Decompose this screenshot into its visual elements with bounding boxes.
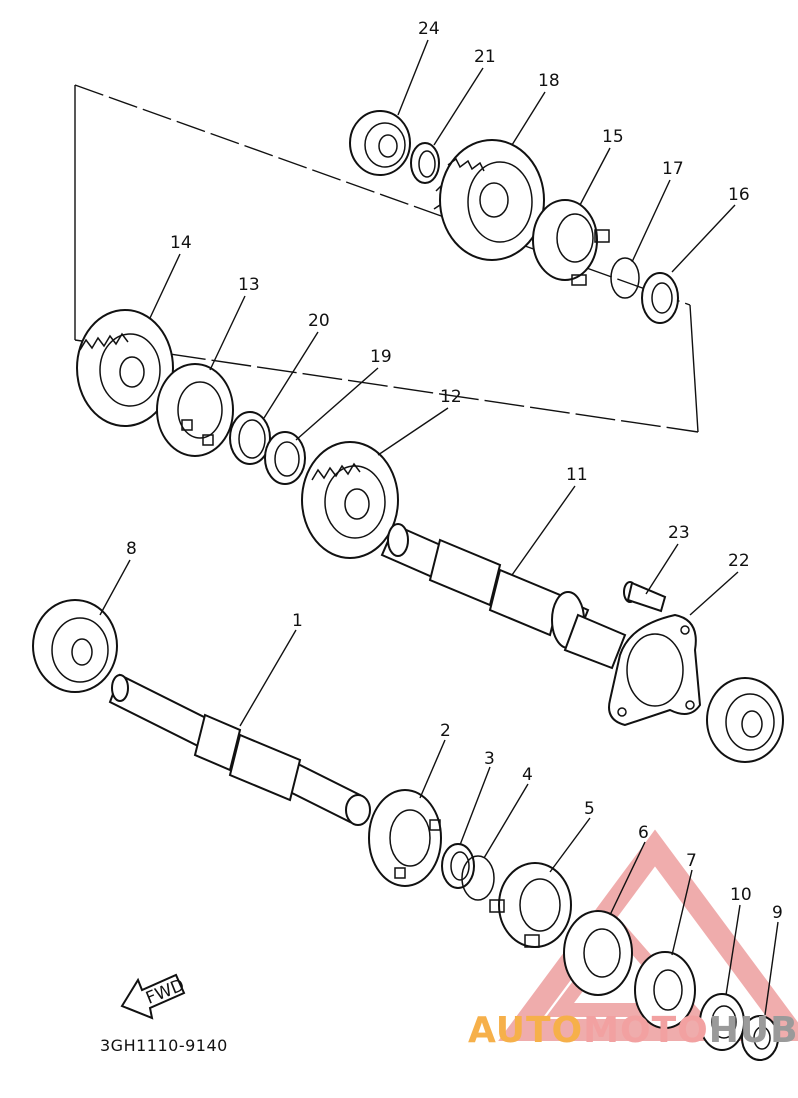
bearing-right	[706, 677, 784, 763]
label-13: 13	[238, 275, 260, 295]
part-21-washer	[410, 142, 440, 184]
label-14: 14	[170, 233, 192, 253]
part-7-gear	[634, 951, 696, 1029]
label-2: 2	[440, 721, 451, 741]
part-3-washer	[441, 843, 475, 889]
part-15-gear	[532, 199, 610, 286]
label-23: 23	[668, 523, 690, 543]
watermark-text: AUTOMOTOHUB	[468, 1010, 798, 1051]
part-12-gear	[301, 441, 399, 559]
part-16-washer	[641, 272, 679, 324]
label-5: 5	[584, 799, 595, 819]
label-15: 15	[602, 127, 624, 147]
part-5-gear	[489, 862, 572, 948]
label-1: 1	[292, 611, 303, 631]
part-19-washer	[264, 431, 306, 485]
label-12: 12	[440, 387, 462, 407]
watermark-hub: HUB	[708, 1010, 798, 1051]
label-4: 4	[522, 765, 533, 785]
watermark-auto: AUTO	[468, 1010, 584, 1051]
part-1-main-shaft	[108, 673, 371, 826]
label-10: 10	[730, 885, 752, 905]
leader-lines	[99, 39, 779, 1016]
fwd-label: FWD	[143, 975, 187, 1008]
label-6: 6	[638, 823, 649, 843]
label-21: 21	[474, 47, 496, 67]
part-9-washer	[741, 1015, 779, 1061]
part-24-bearing	[349, 110, 411, 176]
part-6-gear	[563, 910, 633, 996]
label-7: 7	[686, 851, 697, 871]
label-20: 20	[308, 311, 330, 331]
part-18-gear	[433, 139, 545, 261]
part-4-circlip	[461, 855, 495, 901]
label-16: 16	[728, 185, 750, 205]
label-8: 8	[126, 539, 137, 559]
label-22: 22	[728, 551, 750, 571]
label-18: 18	[538, 71, 560, 91]
part-10-bearing	[699, 993, 745, 1051]
part-8-bearing	[32, 599, 118, 693]
fwd-arrow-icon: FWD	[120, 973, 187, 1020]
label-24: 24	[418, 19, 440, 39]
label-19: 19	[370, 347, 392, 367]
part-14-gear	[76, 309, 174, 427]
label-17: 17	[662, 159, 684, 179]
watermark-moto: MOTO	[583, 1010, 709, 1051]
part-22-plate	[608, 613, 702, 727]
label-3: 3	[484, 749, 495, 769]
part-20-circlip	[229, 411, 271, 465]
callout-labels: 24 21 18 15 17 16 14 13 20 19 12 11 23 2…	[126, 19, 783, 923]
part-23-bolt	[623, 581, 667, 613]
part-code: 3GH1110-9140	[100, 1036, 228, 1055]
part-11-shaft	[380, 523, 627, 670]
part-2-gear	[368, 789, 442, 887]
part-13-gear	[156, 363, 234, 457]
label-9: 9	[772, 903, 783, 923]
label-11: 11	[566, 465, 588, 485]
part-17-circlip	[610, 257, 640, 299]
